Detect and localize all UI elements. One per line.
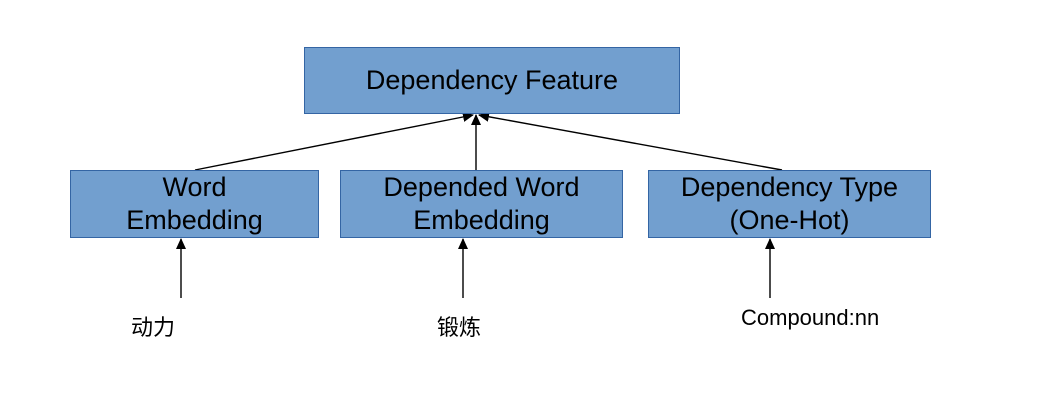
input-dependency-type-label: Compound:nn	[741, 305, 880, 330]
dependency-type-label-line2: (One-Hot)	[729, 205, 850, 235]
depended-word-embedding-node: Depended Word Embedding	[340, 170, 623, 238]
dependency-type-label-line1: Dependency Type	[680, 172, 899, 202]
dependency-feature-label: Dependency Feature	[365, 65, 619, 95]
dependency-type-node: Dependency Type (One-Hot)	[648, 170, 931, 238]
arrow-word-to-feature	[194, 112, 474, 171]
depended-word-embedding-label-line2: Embedding	[413, 205, 550, 235]
depended-word-embedding-label-line1: Depended Word	[383, 172, 580, 202]
word-embedding-label-line2: Embedding	[126, 205, 263, 235]
input-word-label: 动力	[131, 316, 176, 341]
word-embedding-label-line1: Word	[162, 172, 227, 202]
arrow-type-to-feature	[478, 111, 783, 171]
word-embedding-node: Word Embedding	[70, 170, 319, 238]
input-depended-word-label: 锻炼	[437, 316, 482, 341]
dependency-feature-node: Dependency Feature	[304, 47, 680, 114]
